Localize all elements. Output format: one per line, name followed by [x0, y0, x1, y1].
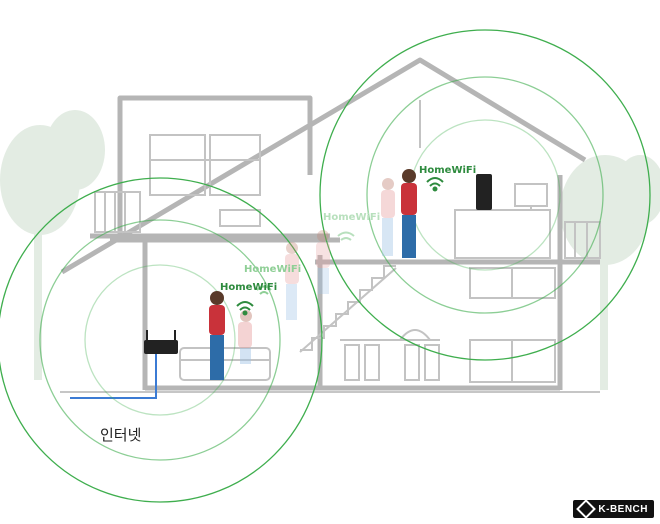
staircase	[299, 265, 397, 353]
person-ghost-1	[238, 310, 252, 364]
kbench-logo: K-BENCH	[573, 499, 654, 519]
wifi-label-ghost-2: HomeWiFi	[323, 212, 381, 223]
upstairs-room-furniture	[419, 100, 601, 299]
wifi-coverage-main	[0, 177, 323, 503]
person-ghost-3	[316, 230, 330, 294]
internet-cable	[70, 354, 157, 399]
house-outline	[60, 57, 600, 391]
person-ground-floor	[209, 291, 225, 380]
wifi-label-main: HomeWiFi	[220, 282, 278, 293]
internet-label: 인터넷	[100, 426, 142, 444]
mesh-node-upstairs	[476, 174, 492, 210]
wifi-icon-upstairs	[426, 177, 444, 192]
ground-floor-furniture	[179, 329, 556, 383]
wifi-icon-ghost-1	[256, 285, 272, 295]
kbench-logo-icon	[576, 499, 597, 519]
wifi-label-upstairs: HomeWiFi	[419, 165, 477, 176]
person-ghost-4	[381, 178, 395, 256]
wifi-icon-main	[236, 301, 254, 316]
wifi-icon-ghost-2	[337, 231, 355, 241]
wifi-label-ghost-1: HomeWiFi	[244, 264, 302, 275]
background-trees	[0, 110, 660, 390]
person-upstairs	[401, 169, 417, 258]
kbench-logo-text: K-BENCH	[598, 503, 648, 515]
router-main	[144, 330, 178, 354]
person-ghost-2	[285, 242, 299, 320]
